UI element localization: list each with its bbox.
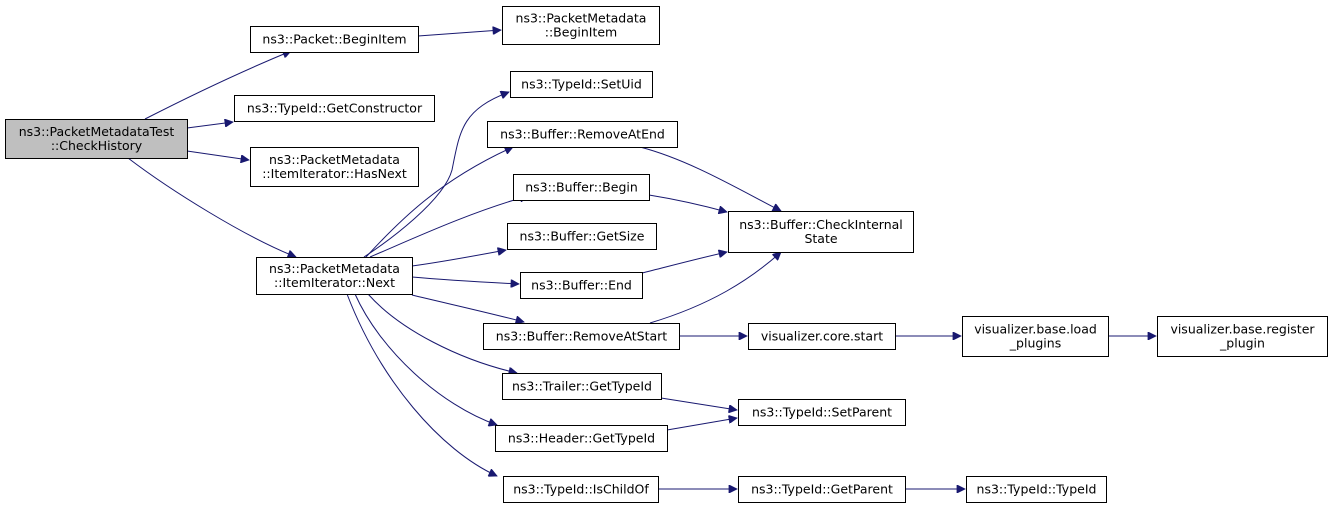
node-box [738,399,906,426]
node-label: ns3::Buffer::GetSize [520,229,645,244]
node-box [503,476,659,503]
node-label: ns3::Buffer::RemoveAtStart [496,329,668,344]
node-item-iterator-next[interactable]: ns3::PacketMetadata::ItemIterator::Next [256,257,413,295]
node-box [502,373,662,400]
edge-item-iterator-next-to-header-get-typeid [354,293,497,425]
node-label: ns3::PacketMetadata [269,152,400,167]
node-packet-begin-item[interactable]: ns3::Packet::BeginItem [250,26,419,53]
node-label: ns3::TypeId::GetParent [751,482,893,497]
node-label: ::BeginItem [545,25,617,40]
node-buffer-remove-at-end[interactable]: ns3::Buffer::RemoveAtEnd [487,121,678,148]
node-label: ns3::Header::GetTypeId [508,431,655,446]
edge-item-iterator-next-to-buffer-remove-at-start [411,294,524,322]
node-label: State [804,231,837,246]
edge-buffer-remove-at-start-to-buffer-check-internal-state [649,252,781,324]
node-check-history[interactable]: ns3::PacketMetadataTest::CheckHistory [5,119,188,159]
node-box [738,476,906,503]
node-label: ns3::TypeId::IsChildOf [513,482,649,497]
edge-item-iterator-next-to-typeid-is-child-of [346,293,497,476]
node-box [728,211,914,253]
edge-check-history-to-typeid-get-constructor [186,122,233,129]
node-box [256,257,413,295]
node-label: ns3::Packet::BeginItem [262,32,406,47]
node-box [250,26,419,53]
edge-trailer-get-typeid-to-typeid-set-parent [660,397,737,410]
node-label: ::CheckHistory [51,138,143,153]
node-visualizer-base-register-plugin[interactable]: visualizer.base.register_plugin [1157,316,1328,357]
node-buffer-remove-at-start[interactable]: ns3::Buffer::RemoveAtStart [483,323,680,350]
node-label: ns3::Buffer::CheckInternal [739,217,903,232]
node-visualizer-core-start[interactable]: visualizer.core.start [748,323,896,350]
node-label: visualizer.core.start [761,329,883,344]
edge-item-iterator-next-to-buffer-end [411,276,519,284]
node-box [502,6,660,45]
node-item-iterator-has-next[interactable]: ns3::PacketMetadata::ItemIterator::HasNe… [250,147,419,187]
edges-layer [127,30,1156,489]
node-label: ::ItemIterator::Next [274,275,395,290]
edge-header-get-typeid-to-typeid-set-parent [666,418,737,431]
node-typeid-typeid[interactable]: ns3::TypeId::TypeId [966,476,1107,503]
node-buffer-end[interactable]: ns3::Buffer::End [520,272,643,299]
edge-check-history-to-item-iterator-next [127,157,296,257]
node-typeid-get-parent[interactable]: ns3::TypeId::GetParent [738,476,906,503]
node-label: visualizer.base.load [974,322,1097,337]
node-box [5,119,188,159]
node-label: ns3::TypeId::SetParent [752,405,892,420]
node-box [507,223,657,250]
node-box [483,323,680,350]
node-label: ns3::Buffer::Begin [525,180,638,195]
edge-buffer-begin-to-buffer-check-internal-state [648,194,727,212]
node-box [520,272,643,299]
node-label: ns3::TypeId::GetConstructor [247,101,423,116]
node-label: ns3::Buffer::RemoveAtEnd [500,127,665,142]
node-visualizer-base-load-plugins[interactable]: visualizer.base.load_plugins [962,316,1109,357]
node-box [487,121,678,148]
node-label: ns3::Buffer::End [531,278,632,293]
node-label: visualizer.base.register [1170,322,1315,337]
node-buffer-begin[interactable]: ns3::Buffer::Begin [513,174,650,201]
node-box [1157,316,1328,357]
edge-buffer-end-to-buffer-check-internal-state [641,252,727,274]
node-trailer-get-typeid[interactable]: ns3::Trailer::GetTypeId [502,373,662,400]
node-typeid-set-uid[interactable]: ns3::TypeId::SetUid [510,71,653,98]
node-header-get-typeid[interactable]: ns3::Header::GetTypeId [495,425,668,452]
node-label: ns3::PacketMetadata [516,11,647,26]
node-box [748,323,896,350]
node-box [513,174,650,201]
node-label: _plugins [1009,336,1061,351]
edge-packet-begin-item-to-packetmetadata-begin-item [417,30,501,37]
node-label: ns3::TypeId::TypeId [977,482,1097,497]
node-packetmetadata-begin-item[interactable]: ns3::PacketMetadata::BeginItem [502,6,660,45]
node-label: _plugin [1219,336,1265,351]
node-label: ns3::TypeId::SetUid [521,77,642,92]
edge-item-iterator-next-to-buffer-get-size [411,250,506,267]
edge-item-iterator-next-to-trailer-get-typeid [367,293,517,373]
node-box [966,476,1107,503]
node-box [510,71,653,98]
edge-item-iterator-next-to-buffer-begin [369,196,528,258]
node-label: ::ItemIterator::HasNext [262,166,407,181]
edge-item-iterator-next-to-buffer-remove-at-end [365,147,513,258]
node-label: ns3::PacketMetadata [269,261,400,276]
node-typeid-get-constructor[interactable]: ns3::TypeId::GetConstructor [234,95,435,122]
edge-buffer-remove-at-end-to-buffer-check-internal-state [639,146,781,212]
node-box [234,95,435,122]
node-buffer-get-size[interactable]: ns3::Buffer::GetSize [507,223,657,250]
edge-check-history-to-item-iterator-has-next [186,150,249,160]
node-label: ns3::Trailer::GetTypeId [512,379,652,394]
edge-check-history-to-packet-begin-item [144,51,291,120]
nodes-layer: ns3::PacketMetadataTest::CheckHistoryns3… [5,6,1328,503]
node-label: ns3::PacketMetadataTest [19,124,175,139]
node-box [962,316,1109,357]
edge-item-iterator-next-to-typeid-set-uid [363,92,509,258]
node-typeid-is-child-of[interactable]: ns3::TypeId::IsChildOf [503,476,659,503]
node-typeid-set-parent[interactable]: ns3::TypeId::SetParent [738,399,906,426]
node-box [250,147,419,187]
node-box [495,425,668,452]
